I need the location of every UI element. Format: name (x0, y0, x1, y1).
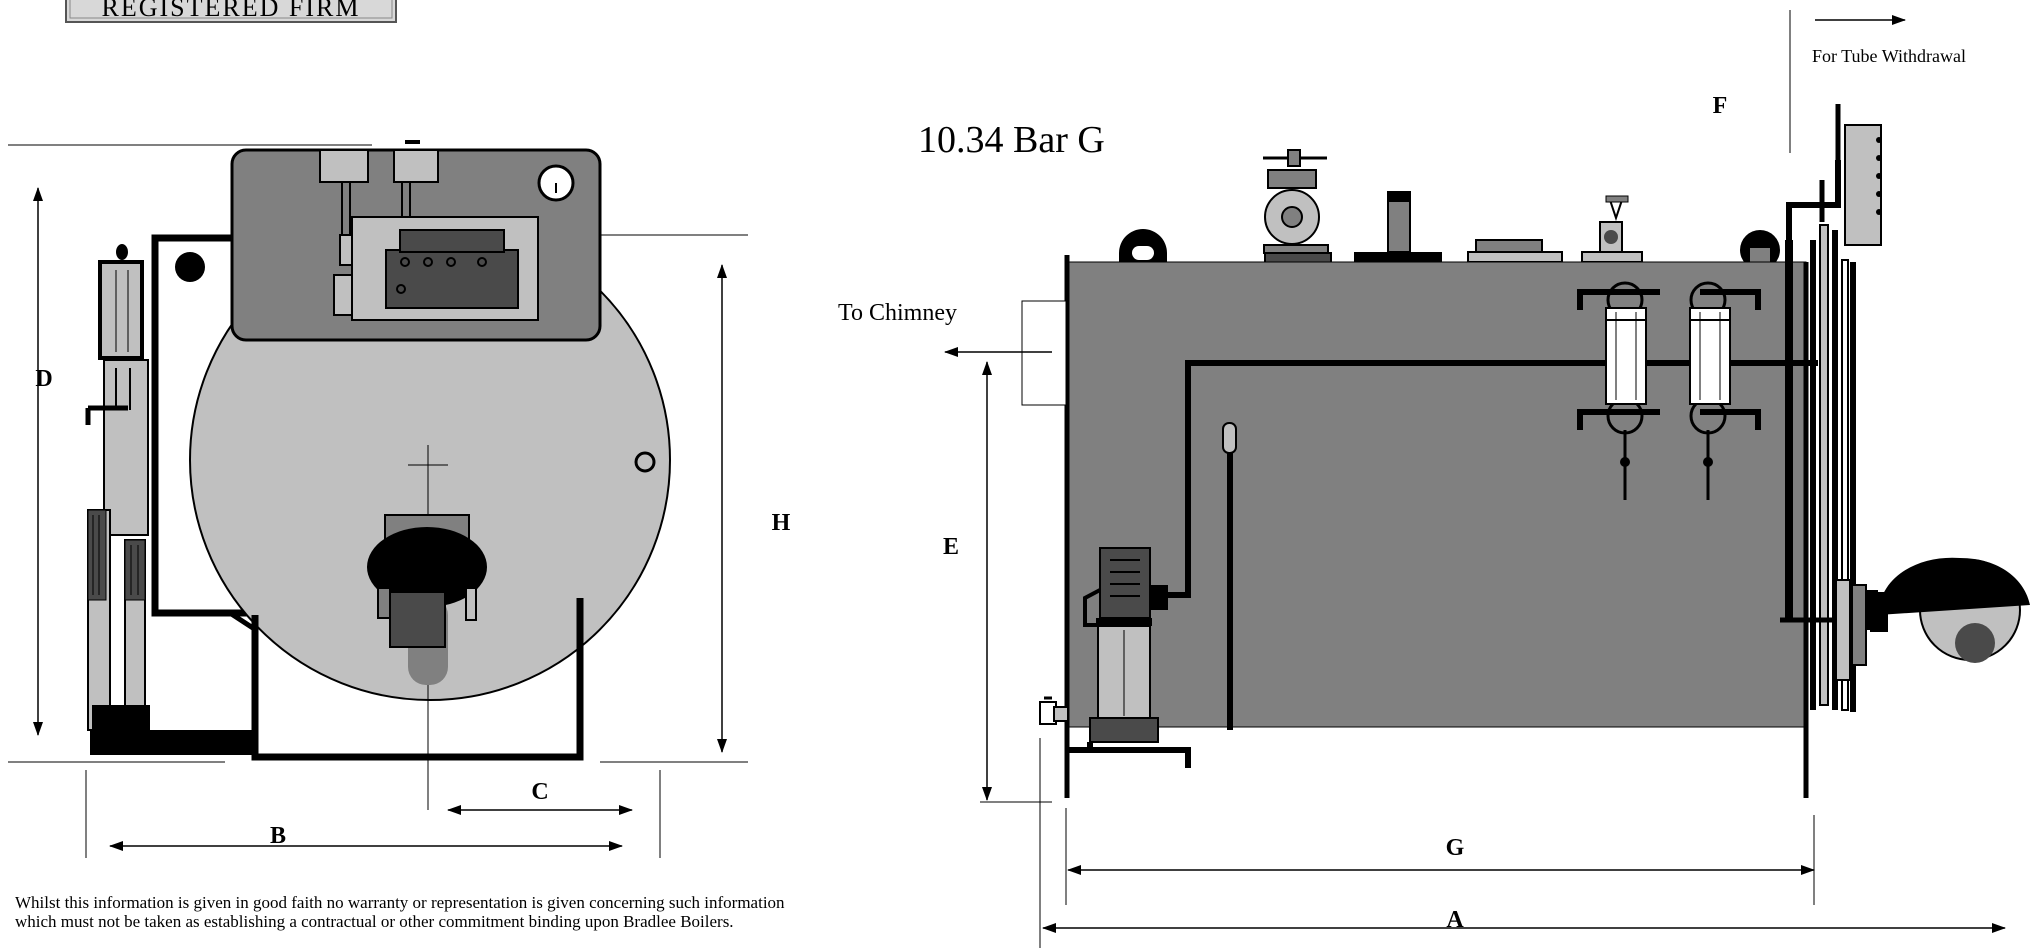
logo-text: REGISTERED FIRM (102, 0, 361, 22)
dimension-h-label: H (772, 510, 791, 536)
registered-firm-logo: REGISTERED FIRM (65, 0, 397, 23)
dimension-f-label: F (1713, 93, 1728, 119)
burner-side (1870, 557, 2030, 663)
pressure-label: 10.34 Bar G (918, 119, 1105, 161)
dimension-d-label: D (35, 366, 52, 392)
rear-frame (1780, 104, 1882, 712)
front-view: D H B C (8, 140, 791, 858)
dimension-g-label: G (1446, 835, 1465, 861)
dimension-a-label: A (1446, 907, 1464, 933)
side-view: 10.34 Bar G (838, 10, 2030, 948)
disclaimer: Whilst this information is given in good… (15, 893, 1015, 931)
tube-withdrawal-label: For Tube Withdrawal (1812, 46, 1966, 66)
dimension-e-label: E (943, 534, 959, 560)
level-control-2 (1689, 281, 1761, 500)
level-control-1 (1577, 281, 1660, 500)
dimension-c-label: C (531, 779, 548, 805)
disclaimer-line-2: which must not be taken as establishing … (15, 912, 734, 931)
dimension-b-label: B (270, 823, 286, 849)
feed-pump (1068, 547, 1191, 768)
disclaimer-line-1: Whilst this information is given in good… (15, 893, 785, 912)
chimney-label: To Chimney (838, 300, 957, 326)
